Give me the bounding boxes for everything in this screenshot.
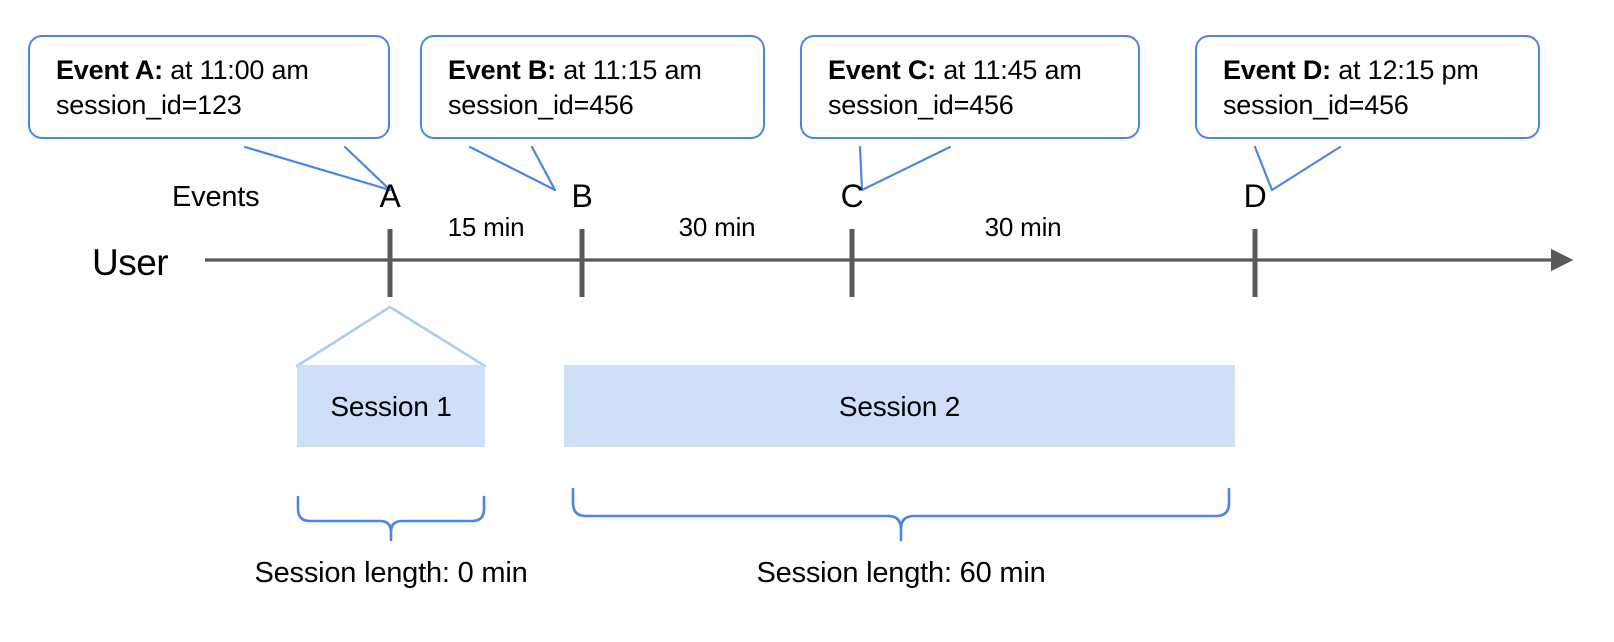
session-1-connector <box>295 305 487 368</box>
session-2-brace <box>571 487 1231 542</box>
callout-b-time: at 11:15 am <box>555 55 702 85</box>
callout-c-time: at 11:45 am <box>935 55 1082 85</box>
callout-b-session: session_id=456 <box>448 90 634 121</box>
session-1-bar-label: Session 1 <box>330 391 452 422</box>
event-marker-label-c: C <box>840 178 864 214</box>
callout-event-b[interactable]: Event B: at 11:15 am session_id=456 <box>420 35 765 140</box>
callout-a-time: at 11:00 am <box>162 55 309 85</box>
callout-tail-b <box>468 145 557 192</box>
callout-d-title: Event D: <box>1223 55 1331 85</box>
callout-c-session: session_id=456 <box>828 90 1014 121</box>
callout-tail-d <box>1253 145 1342 192</box>
gap-label-c-d: 30 min <box>984 212 1062 242</box>
callout-c-title: Event C: <box>828 55 936 85</box>
callout-tail-c <box>858 145 952 192</box>
events-row-label: Events <box>172 181 260 213</box>
session-1-length-label: Session length: 0 min <box>254 557 528 589</box>
gap-label-b-c: 30 min <box>678 212 756 242</box>
session-2-length-label: Session length: 60 min <box>756 557 1046 589</box>
event-marker-label-d: D <box>1243 178 1267 214</box>
session-1-bar <box>297 365 485 447</box>
callout-event-d[interactable]: Event D: at 12:15 pm session_id=456 <box>1195 35 1540 140</box>
callout-d-time: at 12:15 pm <box>1330 55 1479 85</box>
event-marker-label-a: A <box>379 178 401 214</box>
callout-d-session: session_id=456 <box>1223 90 1409 121</box>
session-1-brace <box>296 495 486 542</box>
callout-a-session: session_id=123 <box>56 90 242 121</box>
callout-event-a[interactable]: Event A: at 11:00 am session_id=123 <box>28 35 390 140</box>
session-2-bar-label: Session 2 <box>838 391 961 422</box>
callout-a-title: Event A: <box>56 55 163 85</box>
axis-row-label-user: User <box>92 242 169 283</box>
callout-b-title: Event B: <box>448 55 556 85</box>
gap-label-a-b: 15 min <box>447 212 525 242</box>
callout-event-c[interactable]: Event C: at 11:45 am session_id=456 <box>800 35 1140 140</box>
session-2-bar <box>564 365 1235 447</box>
event-marker-label-b: B <box>571 178 593 214</box>
callout-tail-a <box>243 145 392 192</box>
